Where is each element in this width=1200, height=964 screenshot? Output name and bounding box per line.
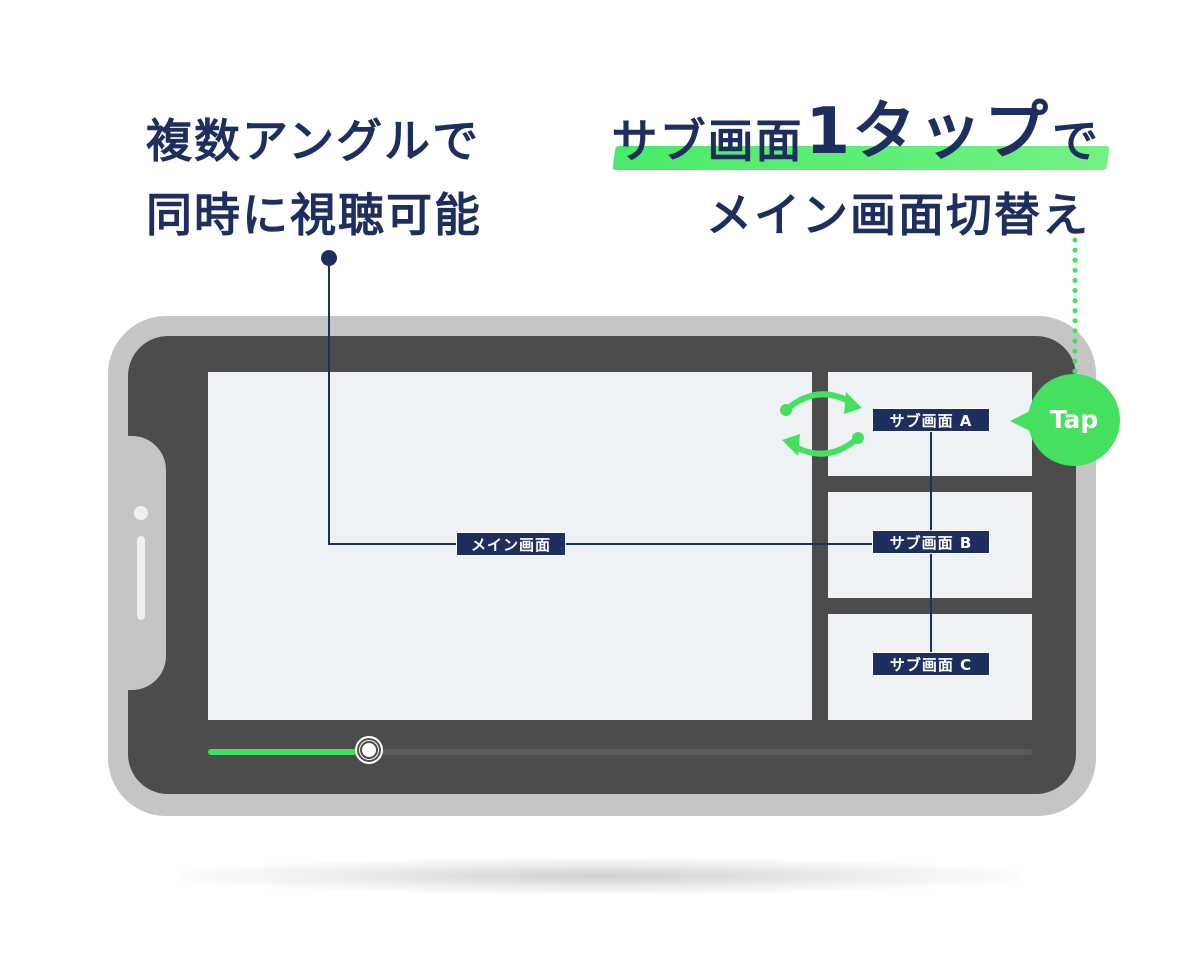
sub-screen-c-label: サブ画面 C: [872, 652, 990, 676]
tap-bubble: Tap: [1028, 374, 1120, 466]
playback-progress-track[interactable]: [208, 736, 1032, 764]
headline-right-pre: サブ画面: [611, 114, 804, 168]
playback-scrubber-handle[interactable]: [354, 736, 383, 764]
headline-right-post: で: [1052, 114, 1100, 168]
headline-left-line2: 同時に視聴可能: [146, 188, 482, 242]
main-screen-label: メイン画面: [456, 532, 566, 556]
headline-right-emphasis: 1タップ: [805, 95, 1050, 169]
headline-right-line2: メイン画面切替え: [706, 188, 1090, 242]
playback-progress-fill: [208, 749, 369, 755]
sub-screen-b-label: サブ画面 B: [872, 530, 990, 554]
headline-right-line1: サブ画面 1タップ で: [611, 100, 1100, 164]
phone-shadow: [180, 858, 1020, 894]
camera-dot: [134, 506, 148, 520]
headline-left-line1: 複数アングルで: [146, 114, 481, 168]
sub-screen-a-label: サブ画面 A: [872, 408, 990, 432]
speaker-bar: [137, 536, 145, 620]
tap-bubble-pointer: [1010, 410, 1032, 432]
